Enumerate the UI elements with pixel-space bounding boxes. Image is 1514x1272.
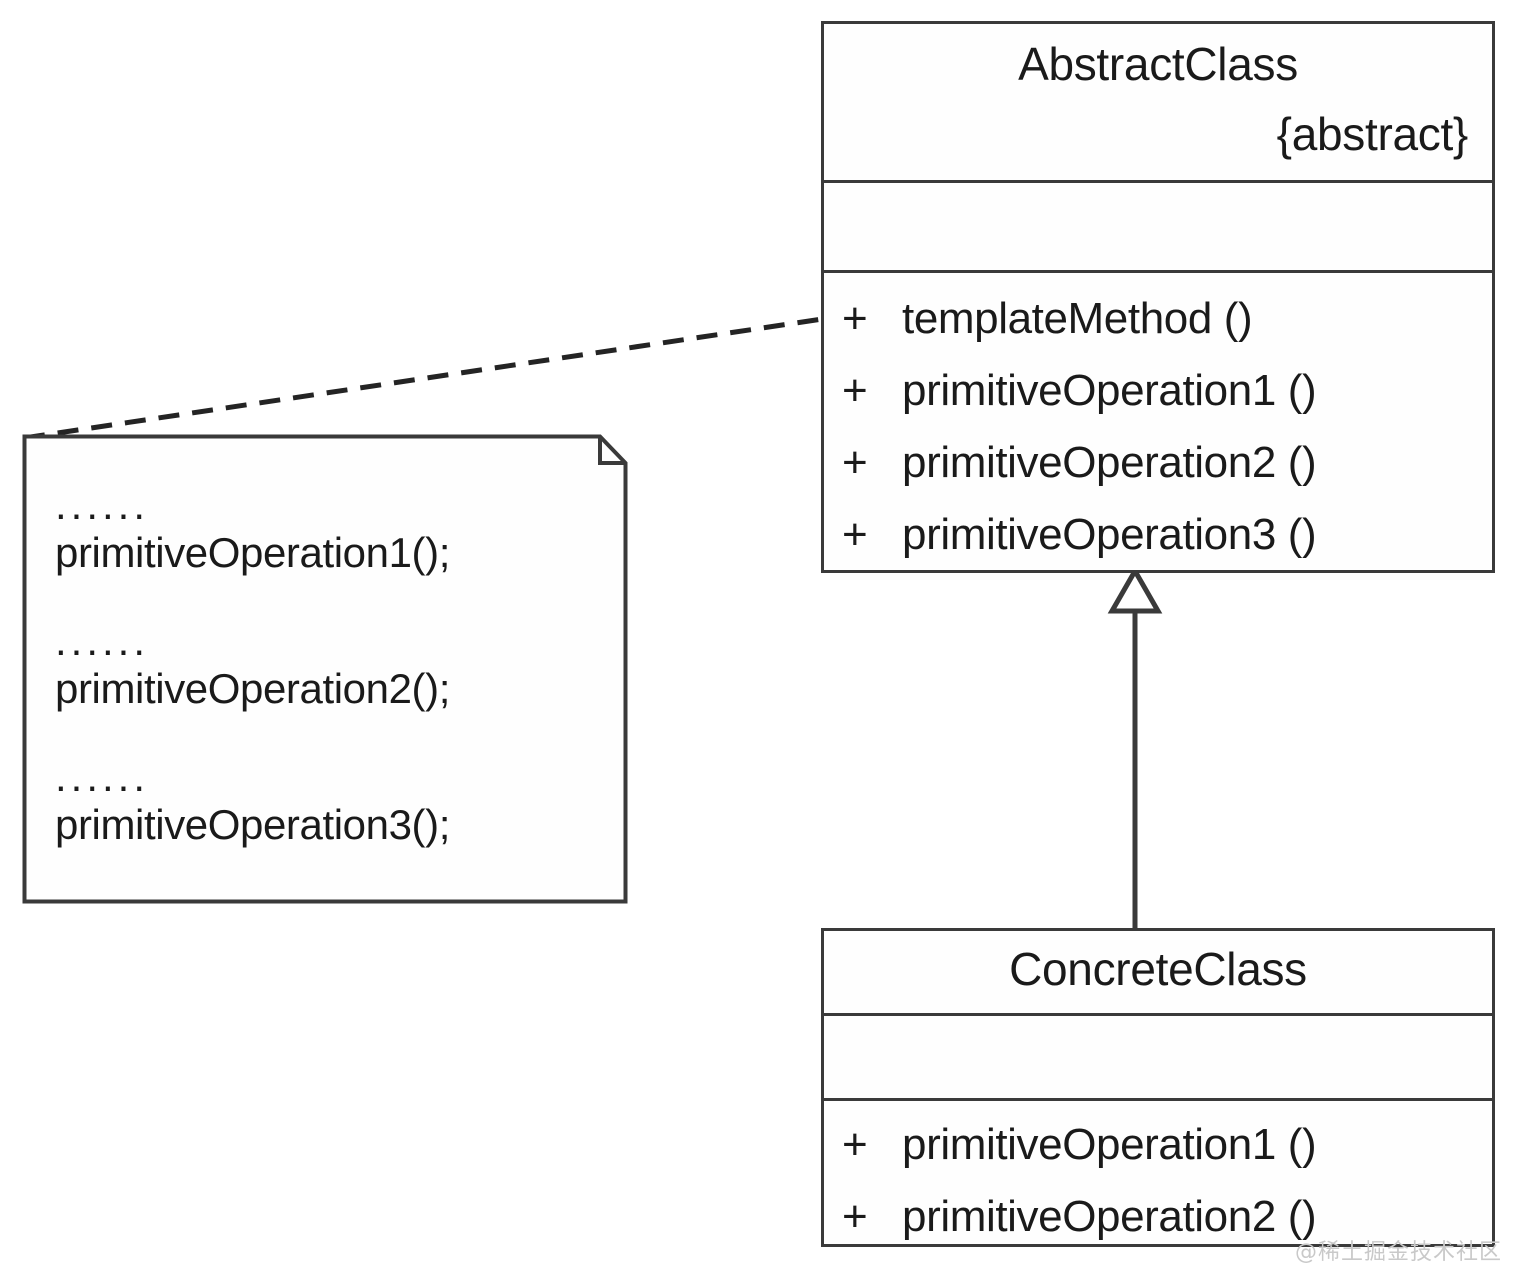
- note-line: ......: [55, 753, 150, 800]
- note-box-shape: [22, 434, 628, 904]
- method-signature: primitiveOperation2 (): [902, 1192, 1317, 1241]
- abstract-class-box[interactable]: AbstractClass {abstract} + templateMetho…: [821, 21, 1495, 573]
- concrete-class-name-compartment: ConcreteClass: [824, 931, 1492, 1013]
- concrete-class-attributes-compartment: [824, 1013, 1492, 1098]
- generalization-hollow-triangle-icon: [1107, 565, 1163, 614]
- note-fold-corner-icon: [598, 436, 626, 465]
- abstract-class-stereotype: {abstract}: [1276, 108, 1469, 161]
- abstract-class-name: AbstractClass: [1018, 38, 1298, 90]
- method-row[interactable]: + primitiveOperation1 (): [842, 369, 1474, 413]
- note-line: ......: [55, 617, 150, 664]
- method-row[interactable]: + primitiveOperation2 (): [842, 1195, 1474, 1239]
- method-visibility: +: [842, 1120, 868, 1169]
- method-visibility: +: [842, 294, 868, 343]
- watermark: @稀土掘金技术社区: [1294, 1240, 1502, 1265]
- method-visibility: +: [842, 438, 868, 487]
- method-visibility: +: [842, 366, 868, 415]
- method-visibility: +: [842, 510, 868, 559]
- method-row[interactable]: + primitiveOperation2 (): [842, 441, 1474, 485]
- note-body: ...... primitiveOperation1(); ...... pri…: [55, 484, 595, 892]
- method-row[interactable]: + templateMethod (): [842, 297, 1474, 341]
- method-signature: templateMethod (): [902, 294, 1253, 343]
- abstract-class-methods-compartment: + templateMethod () + primitiveOperation…: [824, 270, 1492, 570]
- abstract-class-name-compartment: AbstractClass {abstract}: [824, 24, 1492, 180]
- method-signature: primitiveOperation1 (): [902, 1120, 1317, 1169]
- note-line: ......: [55, 481, 150, 528]
- method-signature: primitiveOperation3 (): [902, 510, 1317, 559]
- note-box[interactable]: ...... primitiveOperation1(); ...... pri…: [22, 434, 628, 904]
- note-outline: [22, 434, 628, 904]
- method-signature: primitiveOperation2 (): [902, 438, 1317, 487]
- note-line: primitiveOperation1();: [55, 529, 450, 576]
- method-row[interactable]: + primitiveOperation3 (): [842, 513, 1474, 557]
- note-anchor-dashed-line: [23, 314, 837, 441]
- concrete-class-methods-compartment: + primitiveOperation1 () + primitiveOper…: [824, 1098, 1492, 1244]
- note-line: primitiveOperation3();: [55, 801, 450, 848]
- method-visibility: +: [842, 1192, 868, 1241]
- concrete-class-box[interactable]: ConcreteClass + primitiveOperation1 () +…: [821, 928, 1495, 1247]
- abstract-class-attributes-compartment: [824, 180, 1492, 270]
- concrete-class-name: ConcreteClass: [1009, 943, 1307, 995]
- note-line: primitiveOperation2();: [55, 665, 450, 712]
- method-signature: primitiveOperation1 (): [902, 366, 1317, 415]
- method-row[interactable]: + primitiveOperation1 (): [842, 1123, 1474, 1167]
